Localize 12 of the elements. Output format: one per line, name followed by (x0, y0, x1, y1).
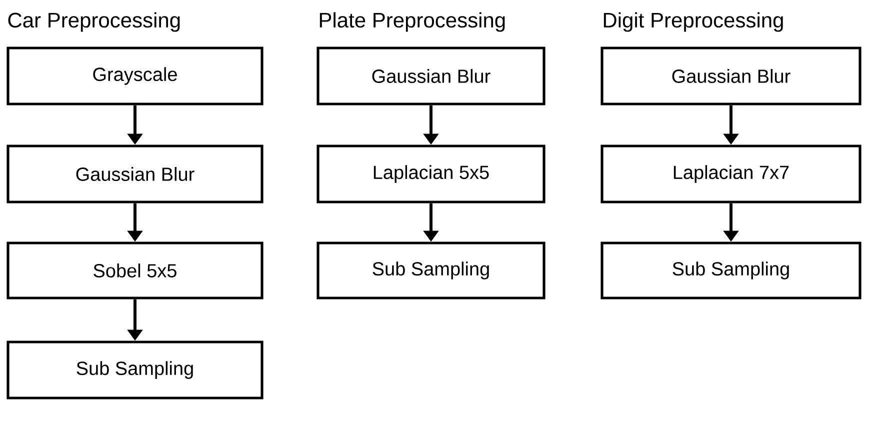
process-box: Laplacian 5x5 (316, 144, 546, 204)
process-box: Laplacian 7x7 (600, 144, 862, 204)
process-box: Sub Sampling (6, 340, 264, 400)
process-box: Sub Sampling (316, 242, 546, 300)
process-box: Grayscale (6, 46, 264, 106)
process-box: Gaussian Blur (316, 46, 546, 106)
column-heading: Plate Preprocessing (320, 12, 505, 32)
process-box: Gaussian Blur (600, 46, 862, 106)
process-box: Sub Sampling (600, 242, 862, 300)
column-heading: Digit Preprocessing (604, 12, 783, 32)
process-box: Sobel 5x5 (6, 242, 264, 300)
process-box: Gaussian Blur (6, 144, 264, 204)
